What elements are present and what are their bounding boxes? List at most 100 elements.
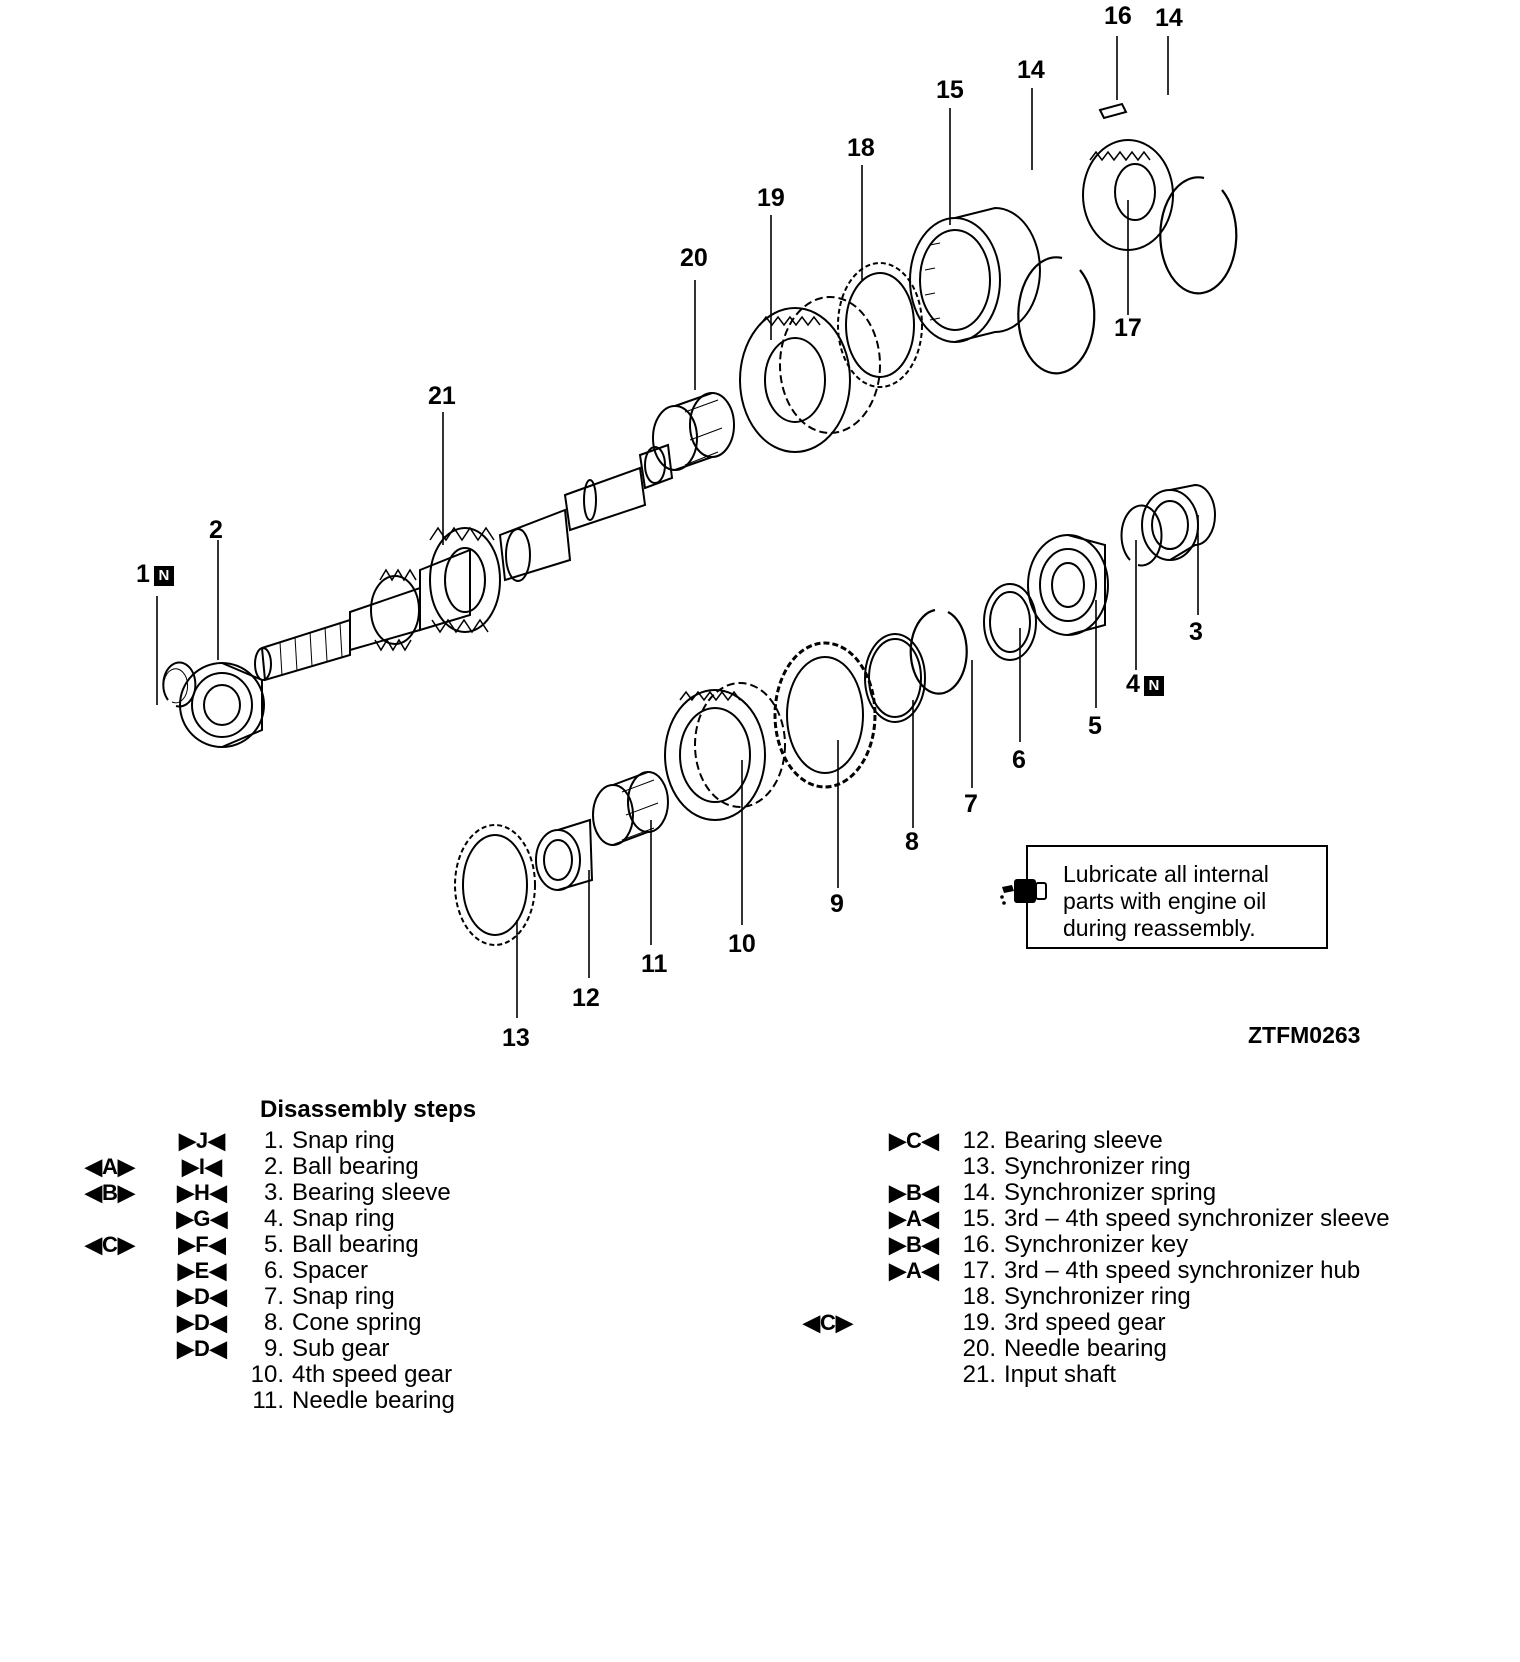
step-label: Bearing sleeve: [292, 1179, 451, 1206]
synchronizer-ring-18-part: [837, 262, 923, 388]
installation-mark: ▶B◀: [889, 1180, 939, 1205]
callout-11: 11: [641, 950, 668, 978]
step-number: 2.: [263, 1153, 284, 1180]
installation-mark: ▶J◀: [178, 1128, 226, 1153]
synchronizer-ring-13-part: [454, 824, 536, 946]
ball-bearing-5-part: [1027, 534, 1109, 636]
step-label: Needle bearing: [292, 1387, 455, 1414]
step-number: 3.: [263, 1179, 284, 1206]
callout-21: 21: [428, 382, 456, 410]
step-number: 10.: [250, 1361, 284, 1388]
step-label: Ball bearing: [292, 1231, 419, 1258]
step-label: Synchronizer ring: [1004, 1153, 1191, 1180]
callout-8: 8: [905, 828, 919, 856]
removal-mark: ◀B▶: [85, 1180, 135, 1205]
callout-16: 16: [1104, 2, 1132, 30]
installation-mark: ▶E◀: [177, 1258, 227, 1283]
note-line-2: parts with engine oil: [1063, 888, 1267, 914]
callout-14a: 14: [1017, 56, 1045, 84]
callout-10: 10: [728, 930, 756, 958]
note-line-1: Lubricate all internal: [1063, 861, 1269, 887]
synchronizer-key-part: [1098, 102, 1128, 120]
callout-14b: 14: [1155, 4, 1183, 32]
needle-bearing-20-part: [652, 392, 735, 471]
callout-7: 7: [964, 790, 978, 818]
disassembly-steps-title: Disassembly steps: [260, 1096, 477, 1123]
new-part-badge: N: [153, 566, 174, 586]
installation-mark: ▶A◀: [889, 1206, 939, 1231]
bearing-sleeve-12-part: [535, 818, 594, 891]
snap-ring-1-part: [162, 661, 197, 708]
installation-mark: ▶D◀: [177, 1310, 227, 1335]
step-label: 3rd – 4th speed synchronizer hub: [1004, 1257, 1361, 1284]
note-line-3: during reassembly.: [1063, 915, 1256, 941]
new-part-badge: N: [1143, 676, 1164, 696]
lubrication-note: Lubricate all internal parts with engine…: [1000, 845, 1328, 949]
callout-15: 15: [936, 76, 964, 104]
bearing-sleeve-3-part: [1141, 483, 1216, 561]
step-label: Synchronizer ring: [1004, 1283, 1191, 1310]
step-number: 20.: [962, 1335, 996, 1362]
step-number: 4.: [263, 1205, 284, 1232]
exploded-view-diagram: [156, 36, 1238, 1018]
step-label: Spacer: [292, 1257, 369, 1284]
installation-mark: ▶C◀: [889, 1128, 939, 1153]
callout-4-number: 4: [1126, 670, 1140, 698]
callout-18: 18: [847, 134, 875, 162]
callout-17: 17: [1114, 314, 1142, 342]
installation-mark: ▶I◀: [182, 1154, 222, 1179]
step-number: 14.: [962, 1179, 996, 1206]
step-number: 5.: [263, 1231, 284, 1258]
ball-bearing-2-part: [179, 662, 265, 748]
step-number: 12.: [962, 1127, 996, 1154]
synchronizer-hub-part: [1082, 139, 1174, 251]
installation-mark: ▶D◀: [177, 1284, 227, 1309]
step-label: Snap ring: [292, 1127, 395, 1154]
installation-mark: ▶B◀: [889, 1232, 939, 1257]
oil-can-icon: [1000, 879, 1047, 905]
step-number: 18.: [962, 1283, 996, 1310]
step-number: 11.: [252, 1387, 284, 1414]
step-number: 7.: [263, 1283, 284, 1310]
installation-mark: ▶D◀: [177, 1336, 227, 1361]
callout-13: 13: [502, 1024, 530, 1052]
snap-ring-4-part: [1120, 504, 1163, 567]
step-label: Cone spring: [292, 1309, 422, 1336]
step-number: 13.: [962, 1153, 996, 1180]
fourth-speed-gear-part: [664, 682, 786, 821]
step-number: 19.: [962, 1309, 996, 1336]
step-number: 8.: [263, 1309, 284, 1336]
installation-mark: ▶H◀: [177, 1180, 227, 1205]
input-shaft-part: [254, 443, 674, 682]
step-label: Input shaft: [1004, 1361, 1117, 1388]
callout-20: 20: [680, 244, 708, 272]
step-number: 21.: [962, 1361, 996, 1388]
step-number: 17.: [962, 1257, 996, 1284]
step-label: 4th speed gear: [292, 1361, 453, 1388]
step-label: Sub gear: [292, 1335, 390, 1362]
installation-mark: ▶A◀: [889, 1258, 939, 1283]
installation-mark: ▶G◀: [176, 1206, 228, 1231]
installation-mark: ▶F◀: [178, 1232, 226, 1257]
step-label: Synchronizer key: [1004, 1231, 1189, 1258]
step-label: Synchronizer spring: [1004, 1179, 1217, 1206]
step-number: 6.: [263, 1257, 284, 1284]
needle-bearing-11-part: [592, 771, 669, 846]
removal-mark: ◀C▶: [85, 1232, 135, 1257]
step-label: Bearing sleeve: [1004, 1127, 1163, 1154]
callout-5: 5: [1088, 712, 1102, 740]
callout-19: 19: [757, 184, 785, 212]
callout-6: 6: [1012, 746, 1026, 774]
callout-1-number: 1: [136, 560, 150, 588]
note-text: Lubricate all internal parts with engine…: [1063, 861, 1325, 942]
synchronizer-sleeve-part: [909, 206, 1041, 343]
figure-code: ZTFM0263: [1248, 1022, 1361, 1048]
step-label: 3rd – 4th speed synchronizer sleeve: [1004, 1205, 1390, 1232]
step-number: 16.: [962, 1231, 996, 1258]
third-speed-gear-part: [739, 296, 881, 453]
sub-gear-part: [773, 641, 877, 789]
step-label: Needle bearing: [1004, 1335, 1167, 1362]
step-label: Snap ring: [292, 1283, 395, 1310]
